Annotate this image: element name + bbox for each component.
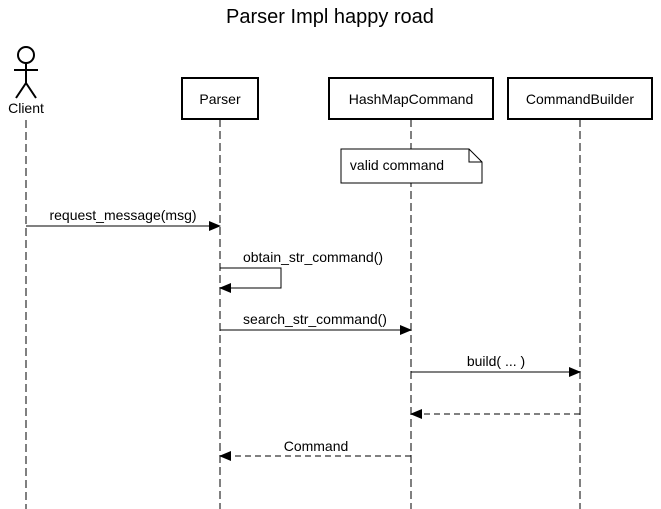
participant-hashmapcommand: HashMapCommand: [328, 77, 494, 120]
participant-box: [507, 77, 653, 120]
note-shape: [340, 148, 483, 184]
participant-label: HashMapCommand: [349, 91, 474, 107]
actor-client: Client: [8, 46, 44, 116]
participant-box: [328, 77, 494, 120]
actor-label: Client: [8, 100, 44, 116]
message-build: build( ... ): [411, 353, 581, 377]
actor-right-leg: [25, 82, 37, 99]
actor-head: [17, 46, 35, 64]
participant-label: Parser: [199, 91, 241, 107]
message-arrow: [219, 267, 282, 293]
message-label: build( ... ): [467, 353, 525, 369]
participant-commandbuilder: CommandBuilder: [507, 77, 653, 120]
message-request-message: request_message(msg): [26, 207, 221, 231]
message-command-return: Command: [219, 438, 411, 461]
diagram-title: Parser Impl happy road: [226, 6, 434, 28]
note-fold: [468, 149, 482, 163]
note-valid-command: valid command: [340, 148, 483, 184]
message-obtain-str-command: obtain_str_command(): [219, 249, 383, 293]
message-label: Command: [284, 438, 349, 454]
message-label: obtain_str_command(): [243, 249, 383, 265]
participant-label: CommandBuilder: [526, 91, 634, 107]
message-label: request_message(msg): [49, 207, 196, 223]
participant-box: [181, 77, 259, 120]
message-search-str-command: search_str_command(): [220, 311, 412, 335]
actor-left-leg: [15, 82, 27, 99]
note-text: valid command: [350, 157, 444, 173]
message-label: search_str_command(): [243, 311, 387, 327]
participant-parser: Parser: [181, 77, 259, 120]
